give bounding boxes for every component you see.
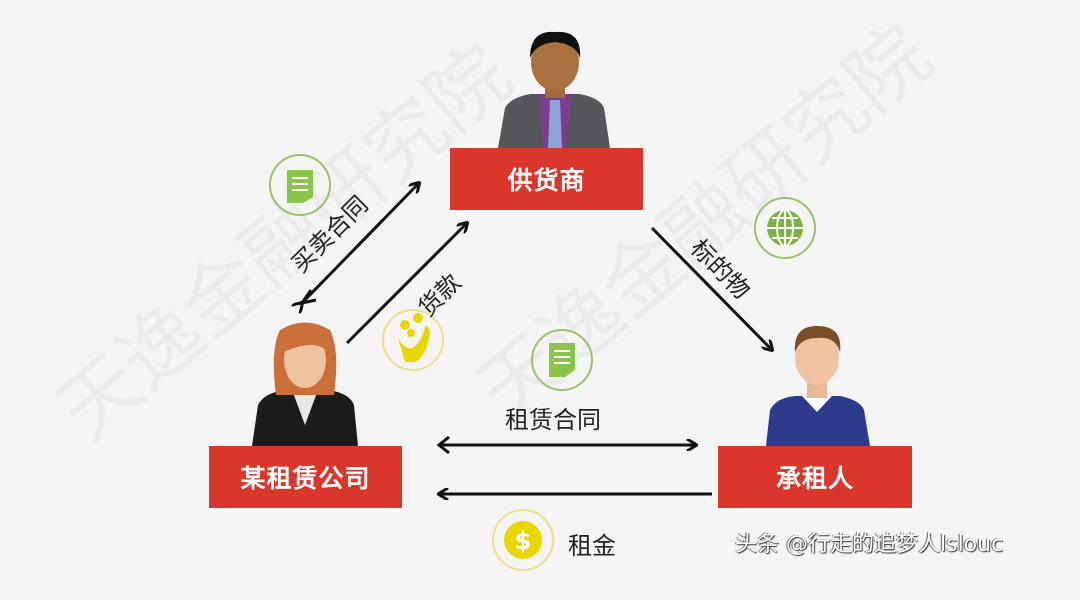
lessor-node: 某租赁公司 bbox=[209, 446, 402, 508]
lessee-person-icon bbox=[766, 326, 870, 446]
svg-text:$: $ bbox=[515, 527, 532, 555]
money-hand-icon bbox=[382, 309, 444, 371]
lessor-person-icon bbox=[252, 322, 358, 446]
sales-contract-arrow bbox=[302, 183, 419, 303]
dollar-coin-icon: $ bbox=[492, 509, 554, 571]
lease-document-icon bbox=[531, 329, 593, 391]
lease-contract-label: 租赁合同 bbox=[505, 406, 601, 434]
supplier-node: 供货商 bbox=[450, 148, 643, 210]
credit-watermark: 头条 @行走的追梦人lslouc bbox=[735, 532, 1004, 557]
leased-item-arrow bbox=[650, 226, 772, 350]
supplier-person-icon bbox=[498, 31, 610, 148]
document-icon bbox=[269, 154, 331, 216]
globe-icon bbox=[754, 197, 816, 259]
lessee-node: 承租人 bbox=[718, 446, 912, 508]
rent-label: 租金 bbox=[568, 532, 616, 560]
payment-arrow bbox=[345, 223, 467, 345]
